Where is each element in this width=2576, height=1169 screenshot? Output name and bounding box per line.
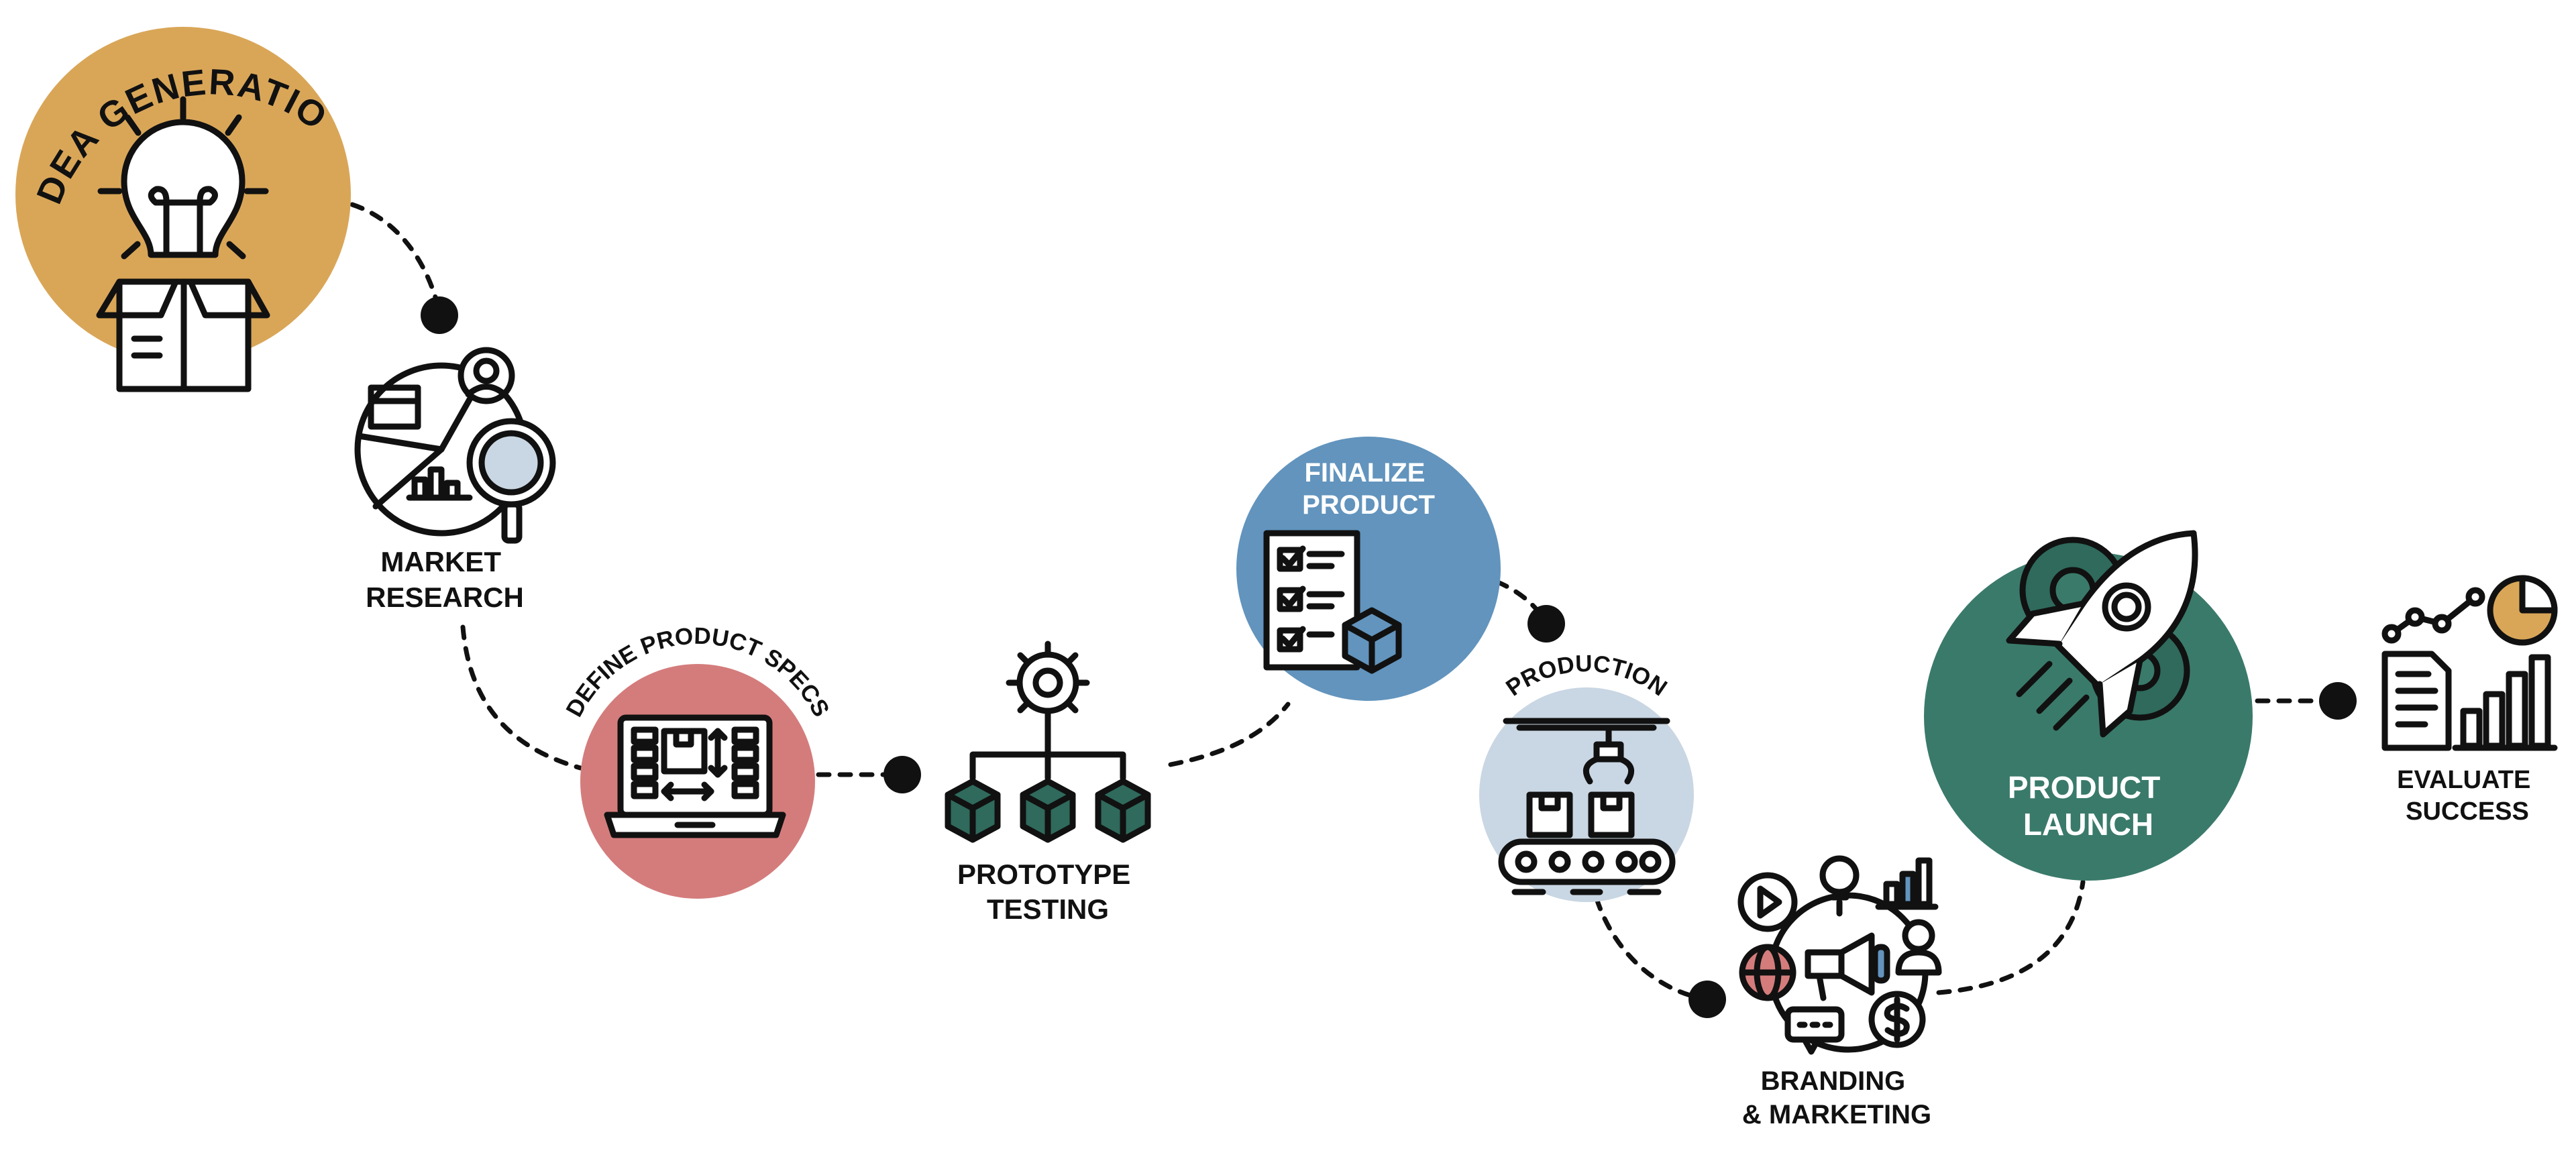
play-icon: [1737, 872, 1798, 932]
connector-dot: [2319, 682, 2357, 720]
branding-marketing-label: BRANDING & MARKETING: [1742, 1066, 1931, 1129]
prototype-testing-label: PROTOTYPE TESTING: [957, 858, 1138, 925]
checklist-box-icon: [1263, 530, 1402, 674]
step-product-launch: PRODUCT LAUNCH: [1924, 530, 2253, 881]
rocket-gears-icon: [2006, 530, 2198, 738]
pie-chart-icon: [2487, 575, 2558, 646]
step-finalize-product: FINALIZE PRODUCT: [1236, 437, 1501, 701]
step-evaluate-success: EVALUATE SUCCESS: [2381, 575, 2558, 826]
report-charts-icon: [2381, 575, 2558, 751]
connector-dots: [421, 296, 2357, 1018]
step-idea-generation: IDEA GENERATION: [0, 0, 351, 392]
path-branding-to-launch: [1936, 879, 2086, 995]
connector-dot: [1688, 981, 1726, 1018]
cube-icon: [945, 778, 1001, 843]
cube-icon: [1342, 607, 1402, 674]
finalize-product-label: FINALIZE PRODUCT: [1302, 458, 1435, 520]
person-icon: [1895, 919, 1942, 976]
lightbulb-box-icon: [96, 96, 270, 392]
step-market-research: MARKET RESEARCH: [354, 347, 556, 613]
path-research-to-specs: [460, 624, 583, 771]
step-prototype-testing: PROTOTYPE TESTING: [945, 641, 1151, 925]
product-launch-label: PRODUCT LAUNCH: [2008, 770, 2169, 842]
market-research-icon: [354, 347, 556, 544]
step-production: PRODUCTION: [1479, 651, 1694, 902]
cube-icon: [1020, 778, 1076, 843]
evaluate-success-label: EVALUATE SUCCESS: [2397, 766, 2538, 826]
dollar-coin-icon: [1868, 991, 1926, 1048]
connector-dot: [1527, 605, 1565, 643]
conveyor-robot-icon: [1498, 718, 1676, 895]
path-prototype-to-finalize: [1168, 702, 1291, 767]
laptop-blueprint-icon: [604, 714, 786, 838]
lightbulb-icon: [1819, 855, 1860, 917]
gear-hierarchy-icon: [945, 641, 1151, 843]
megaphone-icon: [1805, 932, 1890, 1001]
bar-chart-icon: [1875, 857, 1939, 910]
gear-icon: [1006, 641, 1090, 725]
connector-dot: [883, 756, 921, 793]
marketing-cluster-icon: [1737, 855, 1942, 1055]
step-define-product-specs: DEFINE PRODUCT SPECS: [561, 623, 835, 899]
path-production-to-branding: [1594, 896, 1710, 1002]
path-idea-to-research: [350, 202, 442, 315]
globe-icon: [1739, 944, 1796, 1001]
market-research-label: MARKET RESEARCH: [366, 546, 524, 613]
connector-dot: [421, 296, 458, 334]
chat-icon: [1784, 1006, 1845, 1055]
step-branding-marketing: BRANDING & MARKETING: [1737, 855, 1942, 1129]
cube-icon: [1095, 778, 1151, 843]
